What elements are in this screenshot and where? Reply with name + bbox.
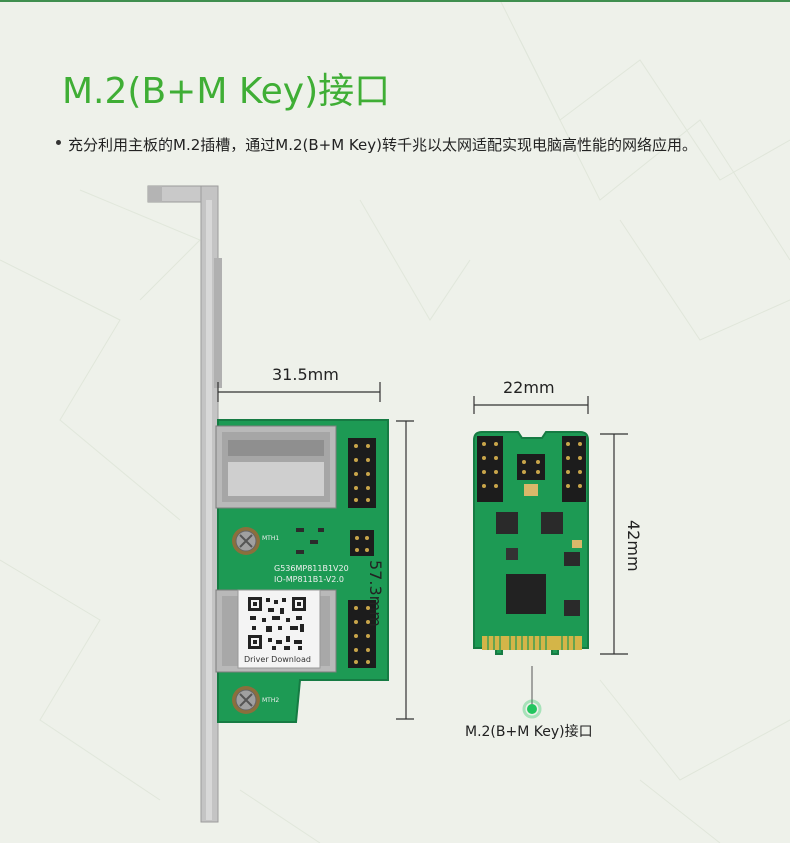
mounting-screw-bottom — [232, 686, 260, 714]
m2-width-label: 22mm — [503, 378, 555, 397]
board-model-line1: G536MP811B1V20 — [274, 564, 349, 573]
qr-code — [248, 597, 306, 650]
driver-download-label: Driver Download — [244, 655, 311, 664]
board-model-line2: IO-MP811B1-V2.0 — [274, 575, 344, 584]
dimension-m2-length — [600, 433, 628, 655]
mounting-screw-top — [232, 527, 260, 555]
rj45-port-bottom — [215, 589, 337, 673]
pin-dots — [354, 444, 370, 664]
description-text: 充分利用主板的M.2插槽，通过M.2(B+M Key)转千兆以太网适配实现电脑高… — [68, 136, 697, 154]
bullet-dot — [56, 140, 61, 145]
page-title: M.2(B+M Key)接口 — [62, 71, 391, 112]
dimension-card-height — [396, 420, 414, 720]
dimension-card-width — [217, 382, 381, 402]
smd-components — [296, 528, 324, 554]
card-width-label: 31.5mm — [272, 365, 339, 384]
m2-module-pcb — [473, 431, 589, 655]
mth2-label: MTH2 — [262, 697, 279, 704]
m2-port-label: M.2(B+M Key)接口 — [465, 724, 593, 740]
mth1-label: MTH1 — [262, 535, 279, 542]
network-card-pcb: Driver Download — [215, 419, 389, 723]
dimension-m2-width — [473, 396, 589, 414]
card-height-label: 57.3mm — [366, 560, 385, 627]
rj45-port-top — [215, 425, 337, 509]
m2-length-label: 42mm — [624, 520, 643, 572]
pcie-bracket — [147, 185, 222, 823]
pin-header-bottom — [348, 600, 376, 668]
pin-header-middle — [350, 530, 374, 556]
top-accent-line — [0, 0, 790, 2]
pin-header-top — [348, 438, 376, 508]
connector-marker — [522, 666, 542, 719]
